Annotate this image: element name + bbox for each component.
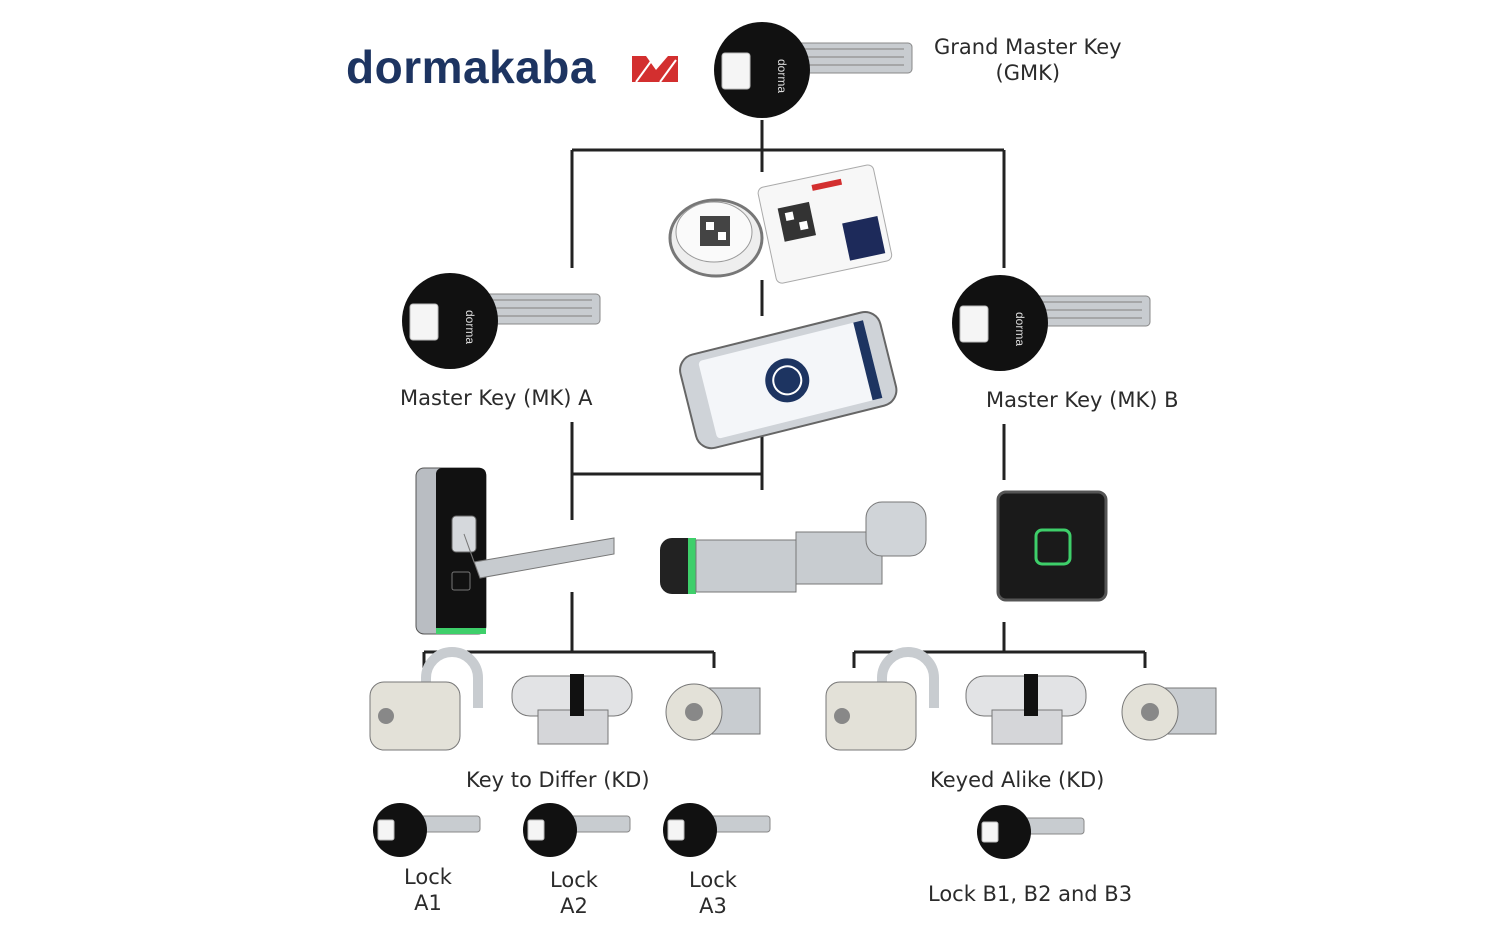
key-lock-a2-icon bbox=[523, 803, 631, 857]
euro-cylinder-b-icon bbox=[965, 674, 1087, 745]
gmk-label-line2: (GMK) bbox=[995, 61, 1061, 86]
lock-b-label: Lock B1, B2 and B3 bbox=[928, 882, 1133, 906]
svg-text:dorma: dorma bbox=[775, 59, 789, 93]
key-lock-a3-icon bbox=[663, 803, 771, 857]
master-key-b-label: Master Key (MK) B bbox=[986, 388, 1179, 412]
lock-a2-line2: A2 bbox=[560, 894, 588, 919]
electronic-cylinder-icon bbox=[660, 501, 927, 594]
brand-logo-text: dormakaba bbox=[346, 41, 596, 93]
wall-reader-icon bbox=[996, 490, 1108, 602]
svg-text:dorma: dorma bbox=[463, 310, 477, 344]
smartphone-icon bbox=[679, 310, 898, 450]
access-card-icon bbox=[757, 164, 893, 284]
key-fob-icon bbox=[668, 198, 764, 278]
key-lock-a1-icon bbox=[373, 803, 481, 857]
door-handle-icon bbox=[415, 467, 615, 635]
lock-a1-line1: Lock bbox=[404, 865, 452, 889]
lock-a1-line2: A1 bbox=[414, 891, 442, 916]
master-key-a-icon: dorma bbox=[402, 273, 601, 369]
grand-master-key-icon: dorma bbox=[714, 22, 913, 118]
lock-a3-line1: Lock bbox=[689, 868, 737, 892]
lock-a2-label: Lock A2 bbox=[544, 867, 604, 920]
lock-a1-label: Lock A1 bbox=[398, 864, 458, 917]
euro-cylinder-a-icon bbox=[511, 674, 633, 745]
lock-a3-label: Lock A3 bbox=[683, 867, 743, 920]
padlock-a-icon bbox=[369, 647, 483, 751]
gmk-label-line1: Grand Master Key bbox=[934, 35, 1122, 59]
cam-lock-a-icon bbox=[665, 683, 761, 741]
master-key-a-label: Master Key (MK) A bbox=[400, 386, 593, 410]
brand-logo-mark bbox=[632, 56, 678, 83]
key-lock-b-icon bbox=[977, 805, 1085, 859]
cam-lock-b-icon bbox=[1121, 683, 1217, 741]
padlock-b-icon bbox=[825, 647, 939, 751]
gmk-label: Grand Master Key (GMK) bbox=[934, 34, 1122, 87]
key-to-differ-label: Key to Differ (KD) bbox=[466, 768, 650, 792]
lock-a3-line2: A3 bbox=[699, 894, 727, 919]
lock-a2-line1: Lock bbox=[550, 868, 598, 892]
svg-text:dorma: dorma bbox=[1013, 312, 1027, 346]
keyed-alike-label: Keyed Alike (KD) bbox=[930, 768, 1105, 792]
master-key-b-icon: dorma bbox=[952, 275, 1151, 371]
